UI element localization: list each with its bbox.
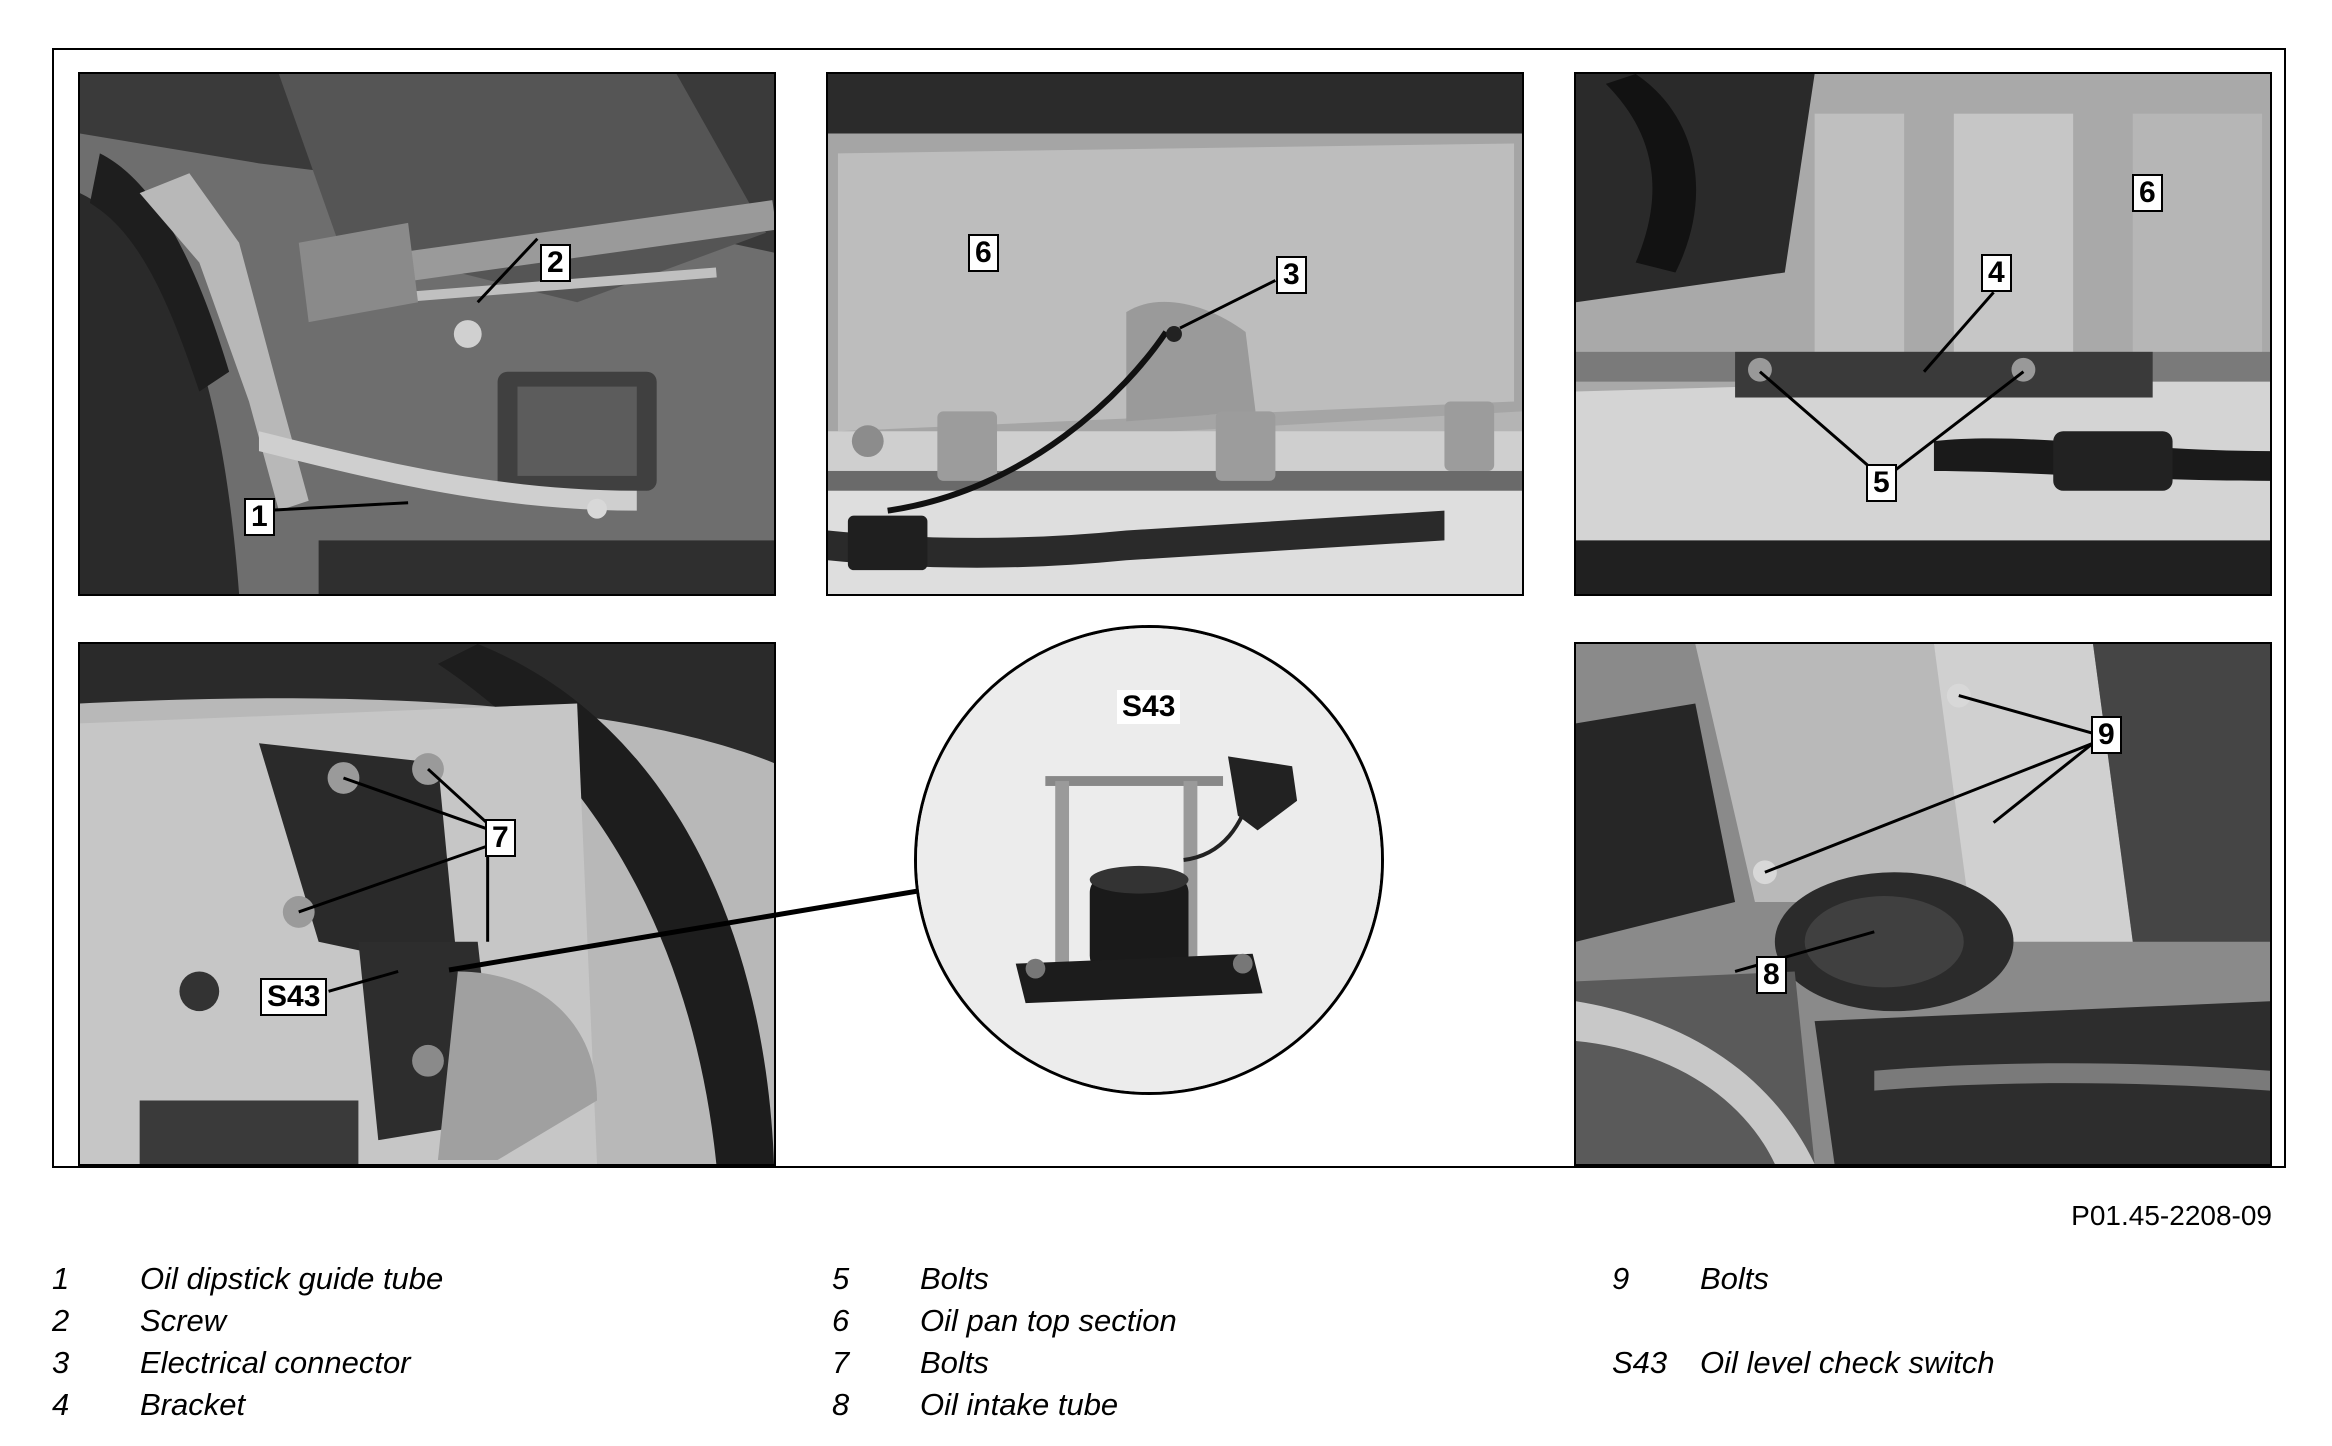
leader-line-3 [1179, 279, 1277, 330]
leader-line-5b [1893, 370, 2025, 473]
legend-item: 2 Screw [52, 1300, 443, 1342]
leader-line-9c [1992, 742, 2094, 824]
legend-item: 3 Electrical connector [52, 1342, 443, 1384]
callout-s43-photo: S43 [260, 978, 328, 1016]
legend-number: 9 [1612, 1261, 1630, 1296]
legend-number: 8 [832, 1387, 850, 1422]
legend-text: Bolts [1700, 1261, 1769, 1296]
legend-item: 9 Bolts [1612, 1258, 1995, 1300]
photo-bracket-bolts: 6 4 5 [1574, 72, 2272, 596]
callout-8: 8 [1756, 956, 1787, 994]
leader-line-5a [1758, 370, 1876, 473]
switch-inset-circle: S43 [914, 625, 1384, 1095]
leader-line-2 [476, 237, 539, 304]
legend-text: Oil pan top section [920, 1303, 1177, 1338]
legend-item-empty [1612, 1384, 1995, 1426]
figure-reference-code: P01.45-2208-09 [2071, 1200, 2272, 1231]
photo-dipstick-image [80, 74, 774, 594]
legend-item-empty [1612, 1300, 1995, 1342]
photo-bracket-image [1576, 74, 2270, 594]
legend-text: Oil dipstick guide tube [140, 1261, 444, 1296]
legend-number: 4 [52, 1387, 70, 1422]
photo-switch-mounted: 7 S43 [78, 642, 776, 1166]
leader-line-7a [342, 776, 499, 834]
legend-text: Bracket [140, 1387, 246, 1422]
callout-4: 4 [1981, 254, 2012, 292]
callout-7: 7 [485, 819, 516, 857]
leader-line-9a [1958, 694, 2094, 735]
legend-number: 3 [52, 1345, 70, 1380]
legend-column-1: 1 Oil dipstick guide tube 2 Screw 3 Electri… [52, 1258, 443, 1426]
callout-s43-inset: S43 [1117, 690, 1181, 724]
legend-column-3: 9 Bolts S43 Oil level check switch [1612, 1258, 1995, 1426]
callout-6-right: 6 [2132, 174, 2163, 212]
legend-text: Bolts [920, 1345, 989, 1380]
legend-item: 7 Bolts [832, 1342, 1177, 1384]
photo-intake-tube-image [1576, 644, 2270, 1164]
leader-line-1 [262, 501, 409, 513]
leader-line-7c [298, 841, 499, 914]
legend-number: 5 [832, 1261, 850, 1296]
legend-number: 1 [52, 1261, 70, 1296]
leader-line-4 [1922, 291, 1995, 373]
callout-5: 5 [1866, 464, 1897, 502]
callout-1: 1 [244, 498, 275, 536]
legend-number: S43 [1612, 1345, 1668, 1380]
legend-text: Oil intake tube [920, 1387, 1119, 1422]
legend-number: 7 [832, 1345, 850, 1380]
legend-text: Oil level check switch [1700, 1345, 1995, 1380]
legend-number: 6 [832, 1303, 850, 1338]
leader-line-9b [1764, 741, 2094, 874]
legend-text: Screw [140, 1303, 227, 1338]
photo-dipstick-area: 1 2 [78, 72, 776, 596]
photo-switch-mounted-image [80, 644, 774, 1164]
photo-oil-pan-image [828, 74, 1522, 594]
legend-item: S43 Oil level check switch [1612, 1342, 1995, 1384]
photo-oil-pan-connector: 6 3 [826, 72, 1524, 596]
legend-text: Bolts [920, 1261, 989, 1296]
legend-text: Electrical connector [140, 1345, 411, 1380]
leader-line-s43 [328, 970, 399, 993]
photo-intake-tube: 9 8 [1574, 642, 2272, 1166]
legend-item: 5 Bolts [832, 1258, 1177, 1300]
callout-2: 2 [540, 244, 571, 282]
legend-item: 6 Oil pan top section [832, 1300, 1177, 1342]
figure-frame: 1 2 6 3 [52, 48, 2286, 1168]
callout-3: 3 [1276, 256, 1307, 294]
legend-item: 1 Oil dipstick guide tube [52, 1258, 443, 1300]
legend-item: 8 Oil intake tube [832, 1384, 1177, 1426]
legend-number: 2 [52, 1303, 70, 1338]
legend-item: 4 Bracket [52, 1384, 443, 1426]
callout-9: 9 [2091, 716, 2122, 754]
callout-6-top: 6 [968, 234, 999, 272]
